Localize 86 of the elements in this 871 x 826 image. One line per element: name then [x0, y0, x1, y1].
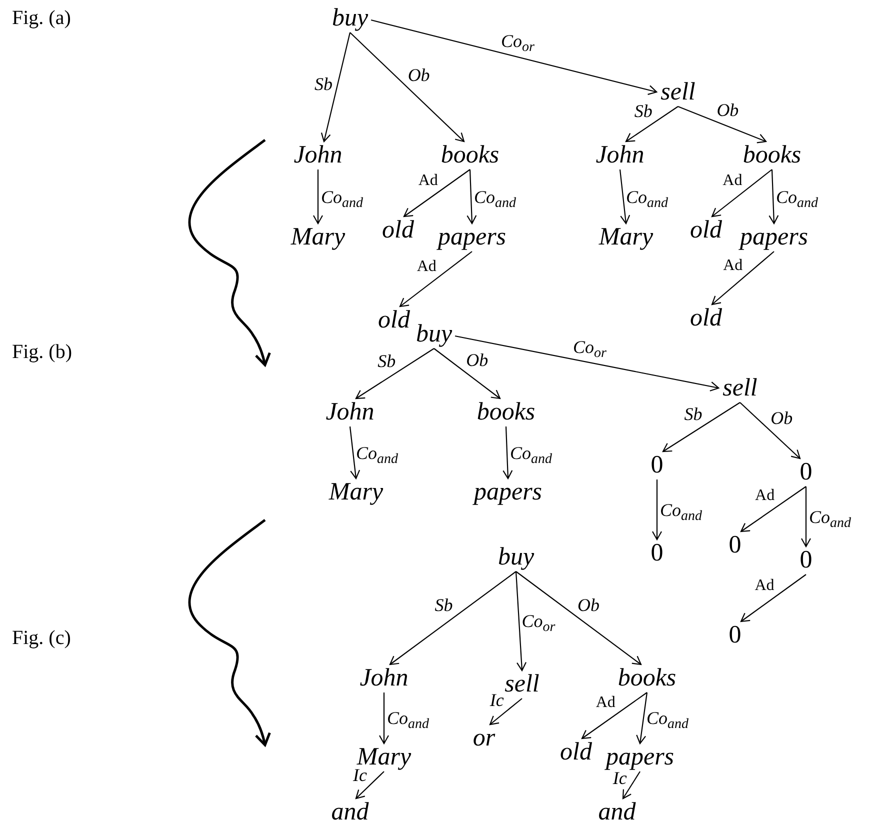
arrow — [350, 32, 465, 142]
arrow — [378, 692, 390, 744]
tree-word: 0 — [798, 548, 814, 572]
arrow — [515, 571, 527, 672]
arrow — [652, 480, 662, 540]
arrow — [355, 348, 434, 400]
tree-word: and — [597, 800, 637, 824]
figure-label: Fig. (b) — [12, 342, 72, 362]
arrow — [619, 169, 630, 224]
arrow — [454, 335, 720, 392]
tree-word: Mary — [290, 224, 346, 250]
tree-word: John — [358, 666, 410, 690]
edge-label: Ob — [578, 596, 600, 614]
tree-word: Mary — [598, 224, 654, 250]
tree-word: buy — [496, 544, 536, 570]
tree-word: papers — [738, 224, 810, 250]
arrow — [355, 771, 384, 800]
tree-word: papers — [604, 744, 676, 770]
arrow — [678, 106, 767, 144]
arrow — [502, 426, 513, 480]
arrow — [320, 32, 351, 142]
arrow — [740, 574, 806, 622]
arrow — [516, 571, 642, 666]
arrow — [711, 169, 772, 218]
tree-word: papers — [472, 480, 544, 504]
figure-label: Fig. (a) — [12, 8, 71, 28]
tree-word: 0 — [728, 532, 742, 558]
tree-word: Mary — [328, 480, 384, 504]
arrow — [489, 698, 522, 726]
tree-word: old — [689, 306, 723, 330]
tree-word: sell — [504, 672, 540, 696]
arrow — [662, 402, 740, 452]
arrow — [403, 169, 470, 218]
edge-label: Ob — [716, 100, 739, 119]
edge-label: Sb — [378, 352, 396, 370]
arrow — [434, 348, 501, 400]
tree-word: buy — [414, 322, 454, 346]
tree-word: old — [689, 218, 723, 242]
edge-label: Co$_{and}$ — [387, 709, 429, 727]
tree-word: 0 — [650, 540, 664, 566]
edge-label: Sb — [314, 74, 333, 93]
edge-label: Co$_{and}$ — [646, 709, 688, 727]
tree-word: old — [559, 740, 593, 764]
arrow — [768, 169, 779, 224]
tree-word: books — [476, 400, 536, 424]
edge-label: Ic — [490, 691, 504, 710]
arrow — [740, 486, 806, 532]
tree-word: John — [324, 400, 376, 424]
tree-word: 0 — [798, 460, 814, 484]
figure-label: Fig. (c) — [12, 628, 71, 648]
arrow — [349, 426, 360, 480]
tree-word: sell — [660, 80, 696, 104]
arrow — [622, 771, 640, 800]
edge-label: Co$_{or}$ — [573, 338, 606, 356]
tree-word: and — [330, 800, 370, 824]
edge-label: Sb — [634, 102, 652, 120]
tree-word: or — [472, 726, 496, 750]
tree-word: books — [616, 666, 678, 690]
edge-label: Sb — [684, 404, 702, 423]
arrow — [581, 692, 648, 740]
tree-word: books — [440, 142, 500, 168]
arrow — [312, 170, 324, 224]
tree-word: John — [594, 142, 646, 168]
arrow — [740, 402, 801, 460]
arrow — [636, 692, 648, 744]
arrow — [625, 106, 678, 142]
tree-word: old — [377, 308, 411, 332]
edge-label: Ob — [466, 351, 488, 370]
tree-word: 0 — [728, 622, 742, 648]
arrow — [399, 251, 472, 308]
arrow — [711, 251, 774, 306]
tree-word: sell — [722, 376, 758, 400]
arrow — [370, 19, 658, 95]
edge-label: Sb — [434, 596, 453, 614]
edge-label: Ob — [408, 66, 430, 84]
tree-word: buy — [330, 6, 370, 30]
arrow — [389, 571, 516, 666]
tree-word: 0 — [650, 452, 664, 478]
tree-word: books — [742, 142, 802, 168]
edge-label: Ob — [770, 409, 793, 427]
arrow — [466, 169, 477, 224]
arrow — [800, 486, 812, 548]
edge-label: Co$_{or}$ — [522, 612, 556, 630]
tree-word: old — [381, 218, 415, 242]
tree-word: papers — [436, 224, 508, 250]
tree-word: John — [292, 142, 344, 168]
